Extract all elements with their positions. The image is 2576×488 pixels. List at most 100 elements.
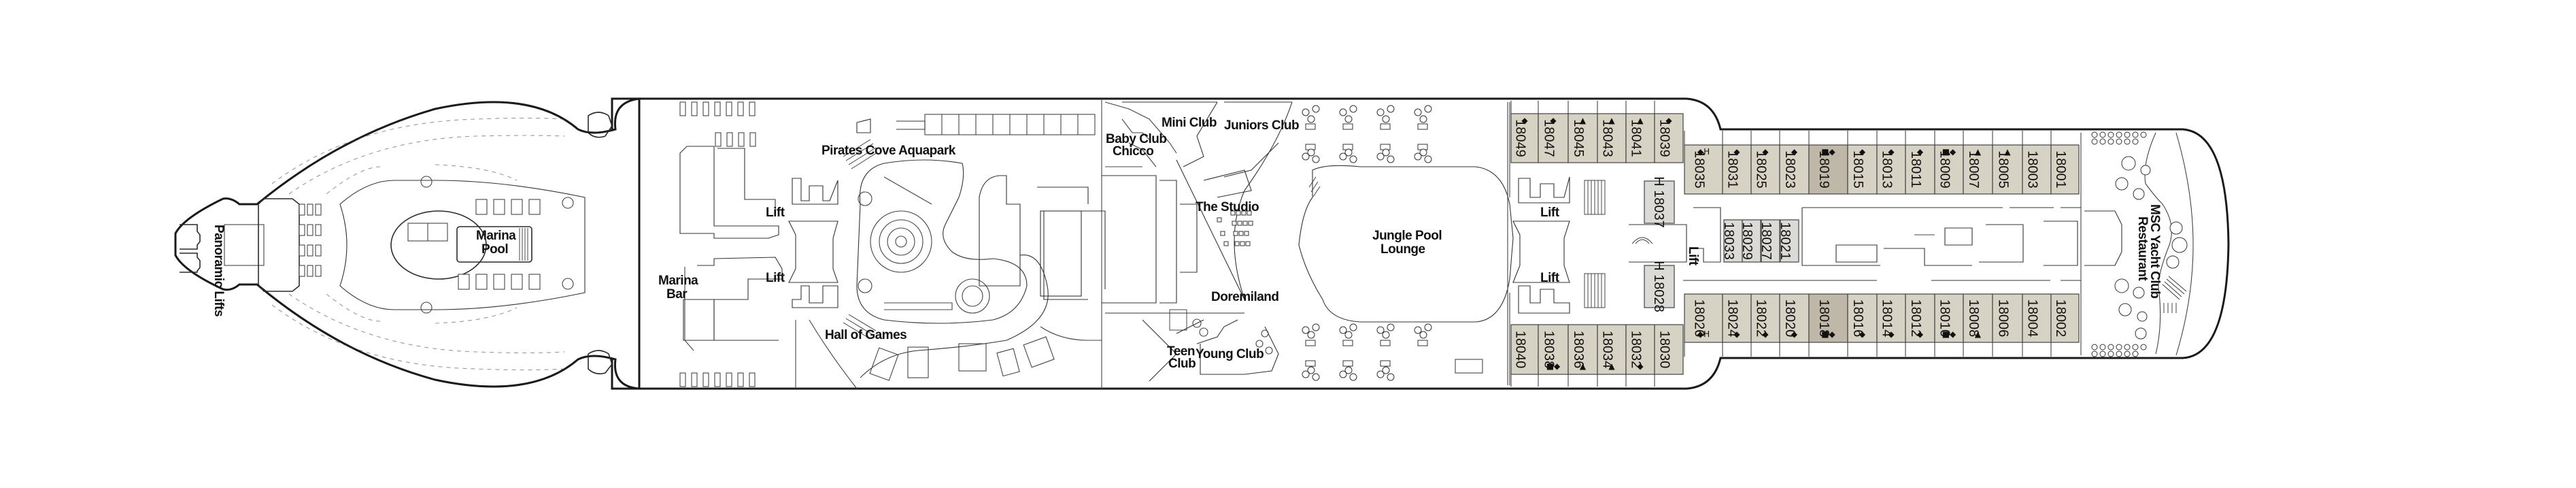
cabin-category-icon: ■◆ bbox=[1546, 361, 1561, 371]
cabin-18012[interactable]: 18012◆ bbox=[1905, 293, 1935, 343]
label-pirates-cove-aquapark: Pirates Cove Aquapark bbox=[821, 144, 956, 158]
cabin-18029[interactable]: 18029 bbox=[1740, 219, 1761, 263]
cabin-category-icon: ▲ bbox=[1580, 361, 1587, 371]
cabin-category-icon: ■◆ bbox=[1821, 329, 1835, 339]
cabin-number: 18012 bbox=[1908, 299, 1923, 338]
label-yacht-club-1: MSC Yacht Club bbox=[2148, 204, 2162, 298]
label-hall-of-games: Hall of Games bbox=[825, 328, 906, 342]
cabin-category-icon: ◆ bbox=[1637, 361, 1644, 371]
cabin-18011[interactable]: 18011◆ bbox=[1905, 144, 1935, 195]
cabin-18010[interactable]: 18010■◆ bbox=[1934, 293, 1964, 343]
label-yacht-club-2: Restaurant bbox=[2135, 216, 2150, 281]
cabin-18019[interactable]: 18019■◆ bbox=[1808, 144, 1848, 195]
cabin-category-icon: ▲ bbox=[1580, 116, 1587, 125]
cabin-18034[interactable]: 18034▲ bbox=[1597, 324, 1627, 375]
cabin-18043[interactable]: 18043▲ bbox=[1597, 113, 1627, 163]
cabin-18001[interactable]: 18001 bbox=[2050, 144, 2080, 195]
cabin-18027[interactable]: 18027 bbox=[1759, 219, 1780, 263]
label-lift-aft-lower: Lift bbox=[1540, 271, 1560, 285]
cabin-18009[interactable]: 18009■◆ bbox=[1934, 144, 1964, 195]
cabin-number: 18011 bbox=[1908, 151, 1923, 188]
cabin-18023[interactable]: 18023◆ bbox=[1779, 144, 1810, 195]
cabin-18025[interactable]: 18025◆ bbox=[1750, 144, 1780, 195]
cabin-number: 18007 bbox=[1966, 150, 1981, 189]
cabin-18002[interactable]: 18002 bbox=[2050, 293, 2080, 343]
cabin-18016[interactable]: 18016◆ bbox=[1847, 293, 1878, 343]
cabin-18018[interactable]: 18018■◆ bbox=[1808, 293, 1848, 343]
cabin-18030[interactable]: 18030 bbox=[1654, 324, 1684, 375]
label-jungle-pool-2: Lounge bbox=[1380, 242, 1425, 257]
cabin-18032[interactable]: 18032◆ bbox=[1625, 324, 1655, 375]
cabin-category-icon: ■◆ bbox=[1942, 147, 1956, 157]
label-doremiland: Doremiland bbox=[1211, 290, 1279, 304]
cabin-18008[interactable]: 18008▲ bbox=[1963, 293, 1993, 343]
cabin-number: 18031 bbox=[1725, 150, 1740, 189]
cabin-18040[interactable]: 18040 bbox=[1510, 324, 1539, 375]
cabin-category-icon: ◆ bbox=[1791, 147, 1798, 157]
sunbeds-top bbox=[679, 101, 756, 387]
cabin-number: 18022 bbox=[1754, 299, 1769, 338]
cabin-18028[interactable]: H 18028 bbox=[1644, 261, 1675, 312]
label-teen-club-2: Club bbox=[1168, 357, 1196, 371]
cabin-category-icon: ◆H bbox=[1697, 147, 1710, 157]
cabin-number: 18026 bbox=[1692, 299, 1707, 338]
cabin-category-icon: ▲ bbox=[1608, 361, 1615, 371]
cabin-category-icon: ◆ bbox=[1550, 116, 1557, 125]
forward-lifts bbox=[788, 178, 838, 308]
cabin-18039[interactable]: 18039◆ bbox=[1654, 113, 1684, 163]
label-mini-club: Mini Club bbox=[1162, 116, 1217, 130]
cabin-category-icon: ◆ bbox=[1762, 329, 1769, 339]
cabin-number: 18039 bbox=[1657, 119, 1672, 157]
cabin-18003[interactable]: 18003 bbox=[2022, 144, 2052, 195]
cabin-18022[interactable]: 18022◆ bbox=[1750, 293, 1780, 343]
cabin-18035[interactable]: 18035◆H bbox=[1684, 144, 1723, 195]
cabin-18005[interactable]: 18005▲ bbox=[1992, 144, 2023, 195]
label-lift-fwd-upper: Lift bbox=[766, 206, 785, 220]
cabin-18038[interactable]: 18038■◆ bbox=[1538, 324, 1569, 375]
cabin-number: 18013 bbox=[1880, 150, 1895, 189]
cabin-18041[interactable]: 18041▲ bbox=[1625, 113, 1655, 163]
label-lift-aft-upper: Lift bbox=[1540, 206, 1560, 220]
cabin-18026[interactable]: 18026◆H bbox=[1684, 293, 1723, 343]
cabin-18015[interactable]: 18015◆ bbox=[1847, 144, 1878, 195]
cabin-18049[interactable]: 18049◆ bbox=[1510, 113, 1539, 163]
cabin-18014[interactable]: 18014◆ bbox=[1876, 293, 1906, 343]
sunbeds-bow bbox=[271, 117, 565, 371]
cabin-18047[interactable]: 18047◆ bbox=[1538, 113, 1569, 163]
cabin-category-icon: ■◆ bbox=[1821, 147, 1835, 157]
cabin-18020[interactable]: 18020◆ bbox=[1779, 293, 1810, 343]
cabin-18045[interactable]: 18045▲ bbox=[1567, 113, 1598, 163]
cabin-18036[interactable]: 18036▲ bbox=[1567, 324, 1598, 375]
cabin-category-icon: ◆ bbox=[1733, 329, 1740, 339]
cabin-18006[interactable]: 18006 bbox=[1992, 293, 2023, 343]
cabin-18013[interactable]: 18013◆ bbox=[1876, 144, 1906, 195]
cabin-number: 18016 bbox=[1850, 299, 1865, 338]
cabin-category-icon: ▲ bbox=[2004, 147, 2011, 157]
cabin-number: 18014 bbox=[1880, 299, 1895, 338]
cabin-number: 18005 bbox=[1996, 150, 2011, 189]
pool-ladder bbox=[519, 228, 528, 261]
label-lift-fwd-lower: Lift bbox=[766, 271, 785, 285]
cabin-18031[interactable]: 18031◆ bbox=[1722, 144, 1752, 195]
cabin-18004[interactable]: 18004 bbox=[2022, 293, 2052, 343]
label-lift-mid: Lift bbox=[1686, 246, 1700, 266]
cabin-18037[interactable]: H 18037 bbox=[1644, 176, 1675, 228]
aft-lifts bbox=[1509, 102, 1721, 385]
cabin-18007[interactable]: 18007▲ bbox=[1963, 144, 1993, 195]
marina-bar-area bbox=[679, 101, 783, 387]
cabin-category-icon: ◆ bbox=[1859, 329, 1866, 339]
cabin-number: 18010 bbox=[1937, 299, 1952, 338]
cabin-number: 18041 bbox=[1629, 119, 1644, 157]
central-atrium-structures bbox=[979, 99, 1198, 389]
cabin-number: 18004 bbox=[2025, 299, 2040, 338]
label-jungle-pool-1: Jungle Pool bbox=[1372, 229, 1442, 243]
sunbeds-pool bbox=[458, 199, 541, 290]
cabin-number: 18015 bbox=[1850, 150, 1865, 189]
cabin-18033[interactable]: 18033 bbox=[1721, 219, 1743, 263]
cabin-category-icon: ◆ bbox=[1762, 147, 1769, 157]
cabin-number: 18043 bbox=[1600, 119, 1615, 157]
cabin-18024[interactable]: 18024◆ bbox=[1722, 293, 1752, 343]
label-marina-bar-1: Marina bbox=[658, 274, 698, 288]
cabin-number: 18003 bbox=[2025, 150, 2040, 189]
cabin-18021[interactable]: 18021 bbox=[1778, 219, 1799, 263]
